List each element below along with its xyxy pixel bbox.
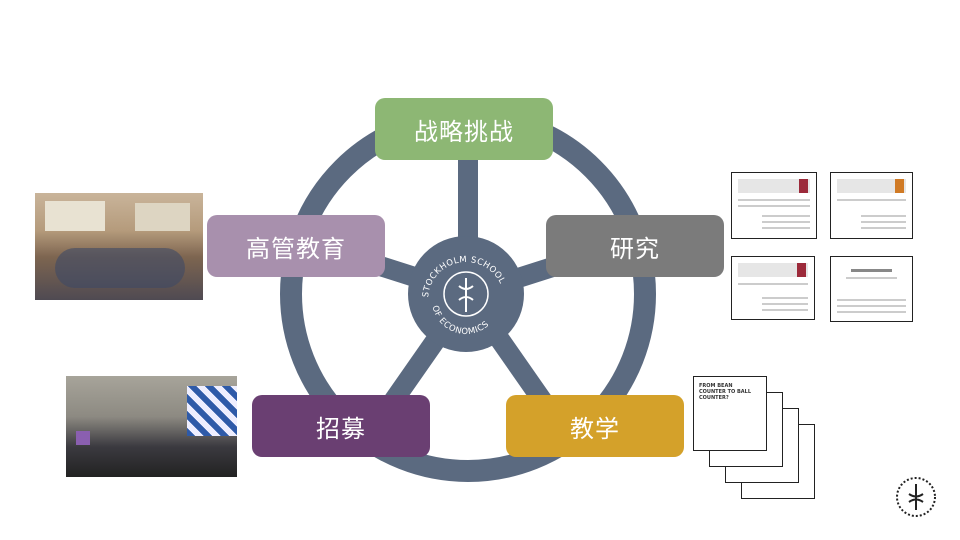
segment-label: 战略挑战: [414, 117, 514, 146]
segment-teaching: 教学: [506, 395, 684, 457]
research-paper-thumbnail: [731, 172, 817, 239]
research-paper-thumbnail: [830, 172, 913, 239]
executive-class-photo: [35, 193, 203, 300]
segment-label: 招募: [316, 414, 366, 443]
career-fair-photo: [66, 376, 237, 477]
segment-research: 研究: [546, 215, 724, 277]
segment-label: 教学: [570, 414, 620, 443]
report-title: FROM BEAN COUNTER TO BALL COUNTER?: [699, 383, 752, 401]
segment-label: 研究: [610, 234, 660, 263]
segment-recruitment: 招募: [252, 395, 430, 457]
report-thumbnail: FROM BEAN COUNTER TO BALL COUNTER?: [693, 376, 767, 451]
corner-logo: [896, 477, 936, 517]
segment-strategic-challenges: 战略挑战: [375, 98, 553, 160]
segment-executive-education: 高管教育: [207, 215, 385, 277]
segment-label: 高管教育: [246, 234, 346, 263]
research-paper-thumbnail: [830, 256, 913, 322]
hub-logo: [443, 271, 489, 317]
research-paper-thumbnail: [731, 256, 815, 320]
